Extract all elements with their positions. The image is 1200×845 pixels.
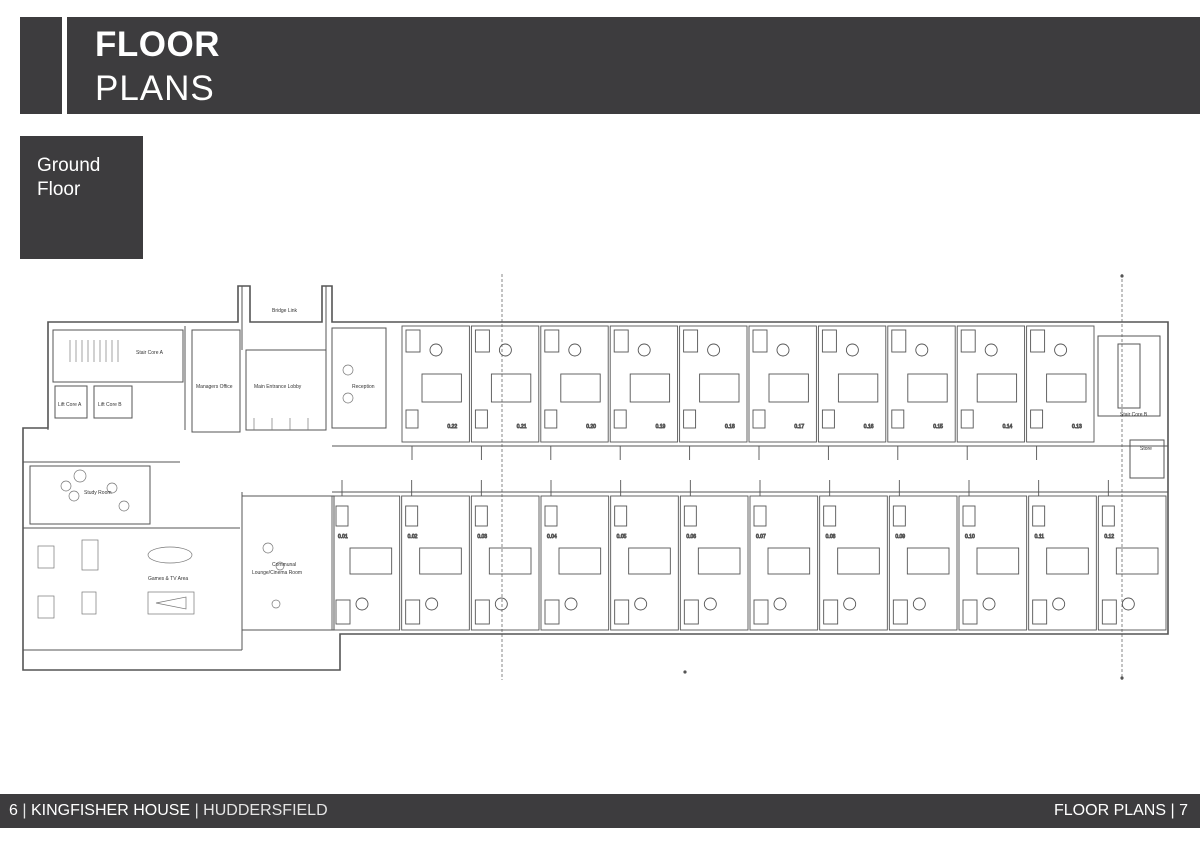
label-reception: Reception xyxy=(352,384,375,390)
label-communal-2: Lounge/Cinema Room xyxy=(252,570,302,576)
footer-section: FLOOR PLANS xyxy=(1054,802,1167,819)
room-number-top: 0.16 xyxy=(864,424,874,430)
room-number-bottom: 0.04 xyxy=(547,534,557,540)
floor-plan-svg: 0.22 0.21 0.20 0.19 0.18 0.17 0.16 0.15 0.14 0.13… xyxy=(22,274,1169,680)
header-bar: FLOOR PLANS xyxy=(20,17,1200,114)
bedroom-bottom xyxy=(749,495,819,631)
bedroom-bottom xyxy=(819,495,888,631)
room-number-bottom: 0.03 xyxy=(477,534,487,540)
room-number-top: 0.14 xyxy=(1003,424,1013,430)
label-communal-1: Communal xyxy=(272,562,296,568)
floor-plan-drawing: 0.22 0.21 0.20 0.19 0.18 0.17 0.16 0.15 0.14 0.13… xyxy=(20,270,1180,690)
label-main-entrance-lobby: Main Entrance Lobby xyxy=(254,384,302,390)
room-number-bottom: 0.02 xyxy=(408,534,418,540)
floor-label-box: Ground Floor xyxy=(20,136,143,259)
footer-page-left: 6 xyxy=(9,802,18,819)
page-title-line2: PLANS xyxy=(95,69,215,108)
footer-separator: | xyxy=(194,802,199,819)
room-number-top: 0.17 xyxy=(794,424,804,430)
bedroom-bottom xyxy=(470,495,540,631)
room-number-top: 0.13 xyxy=(1072,424,1082,430)
room-number-top: 0.22 xyxy=(447,424,457,430)
label-lift-core-b: Lift Core B xyxy=(98,402,122,408)
bedroom-top xyxy=(609,325,679,443)
bedroom-bottom xyxy=(610,495,679,631)
bedroom-top xyxy=(401,325,470,443)
footer-location: HUDDERSFIELD xyxy=(203,802,328,819)
footer-right: FLOOR PLANS | 7 xyxy=(1054,802,1188,820)
room-number-bottom: 0.09 xyxy=(895,534,905,540)
bedroom-bottom xyxy=(540,495,610,631)
bedroom-top xyxy=(470,325,540,443)
bedroom-top xyxy=(540,325,609,443)
room-number-top: 0.20 xyxy=(586,424,596,430)
room-number-bottom: 0.08 xyxy=(826,534,836,540)
room-number-bottom: 0.10 xyxy=(965,534,975,540)
label-study-room: Study Room xyxy=(84,490,112,496)
room-number-bottom: 0.11 xyxy=(1035,534,1045,540)
label-bridge-link: Bridge Link xyxy=(272,308,298,314)
label-store: Store xyxy=(1140,446,1152,452)
footer-project: KINGFISHER HOUSE xyxy=(30,802,191,819)
footer-separator: | xyxy=(22,802,27,819)
bedroom-bottom xyxy=(401,495,470,631)
label-lift-core-a: Lift Core A xyxy=(58,402,82,408)
bedroom-bottom xyxy=(1097,495,1167,631)
room-number-bottom: 0.01 xyxy=(338,534,348,540)
page-title-line1: FLOOR xyxy=(95,25,220,64)
bedroom-top xyxy=(956,325,1026,443)
bedroom-top xyxy=(1026,325,1095,443)
bedroom-top xyxy=(679,325,748,443)
label-games-tv-area: Games & TV Area xyxy=(148,576,188,582)
bedroom-top xyxy=(887,325,956,443)
bedroom-bottom xyxy=(888,495,958,631)
bedroom-bottom xyxy=(331,495,401,631)
footer-bar: 6 | KINGFISHER HOUSE | HUDDERSFIELD FLOO… xyxy=(0,794,1200,828)
bedroom-top xyxy=(748,325,817,443)
room-number-bottom: 0.07 xyxy=(756,534,766,540)
floor-label: Ground Floor xyxy=(37,155,101,200)
footer-separator: | xyxy=(1170,802,1175,819)
room-number-top: 0.21 xyxy=(517,424,527,430)
bedroom-top xyxy=(817,325,887,443)
bedroom-bottom xyxy=(1028,495,1097,631)
bedroom-bottom xyxy=(958,495,1028,631)
label-managers-office: Managers Office xyxy=(196,384,233,390)
header-accent-stripe xyxy=(62,17,67,114)
footer-left: 6 | KINGFISHER HOUSE | HUDDERSFIELD xyxy=(9,802,328,820)
room-number-bottom: 0.06 xyxy=(686,534,696,540)
room-number-top: 0.15 xyxy=(933,424,943,430)
room-number-bottom: 0.12 xyxy=(1104,534,1114,540)
room-number-top: 0.19 xyxy=(656,424,666,430)
label-stair-core-b: Stair Core B xyxy=(1120,412,1148,418)
room-number-bottom: 0.05 xyxy=(617,534,627,540)
label-stair-core-a: Stair Core A xyxy=(136,350,164,356)
footer-page-right: 7 xyxy=(1179,802,1188,819)
room-number-top: 0.18 xyxy=(725,424,735,430)
bedroom-bottom xyxy=(679,495,749,631)
